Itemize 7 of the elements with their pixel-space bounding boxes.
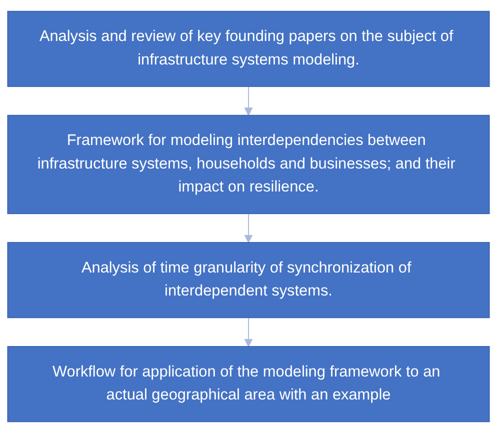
arrow	[244, 86, 253, 116]
arrow	[244, 317, 253, 347]
node-box: Analysis and review of key founding papers on the subject of infrastructure systems modeling.	[7, 10, 490, 87]
node-box: Analysis of time granularity of synchronization of interdependent systems.	[7, 242, 490, 318]
arrow	[244, 213, 253, 243]
node-box: Workflow for application of the modeling framework to an actual geographical area with an example	[7, 346, 490, 422]
node-box: Framework for modeling interdependencies between infrastructure systems, households and businesses; and their impact on resilience.	[7, 114, 490, 214]
